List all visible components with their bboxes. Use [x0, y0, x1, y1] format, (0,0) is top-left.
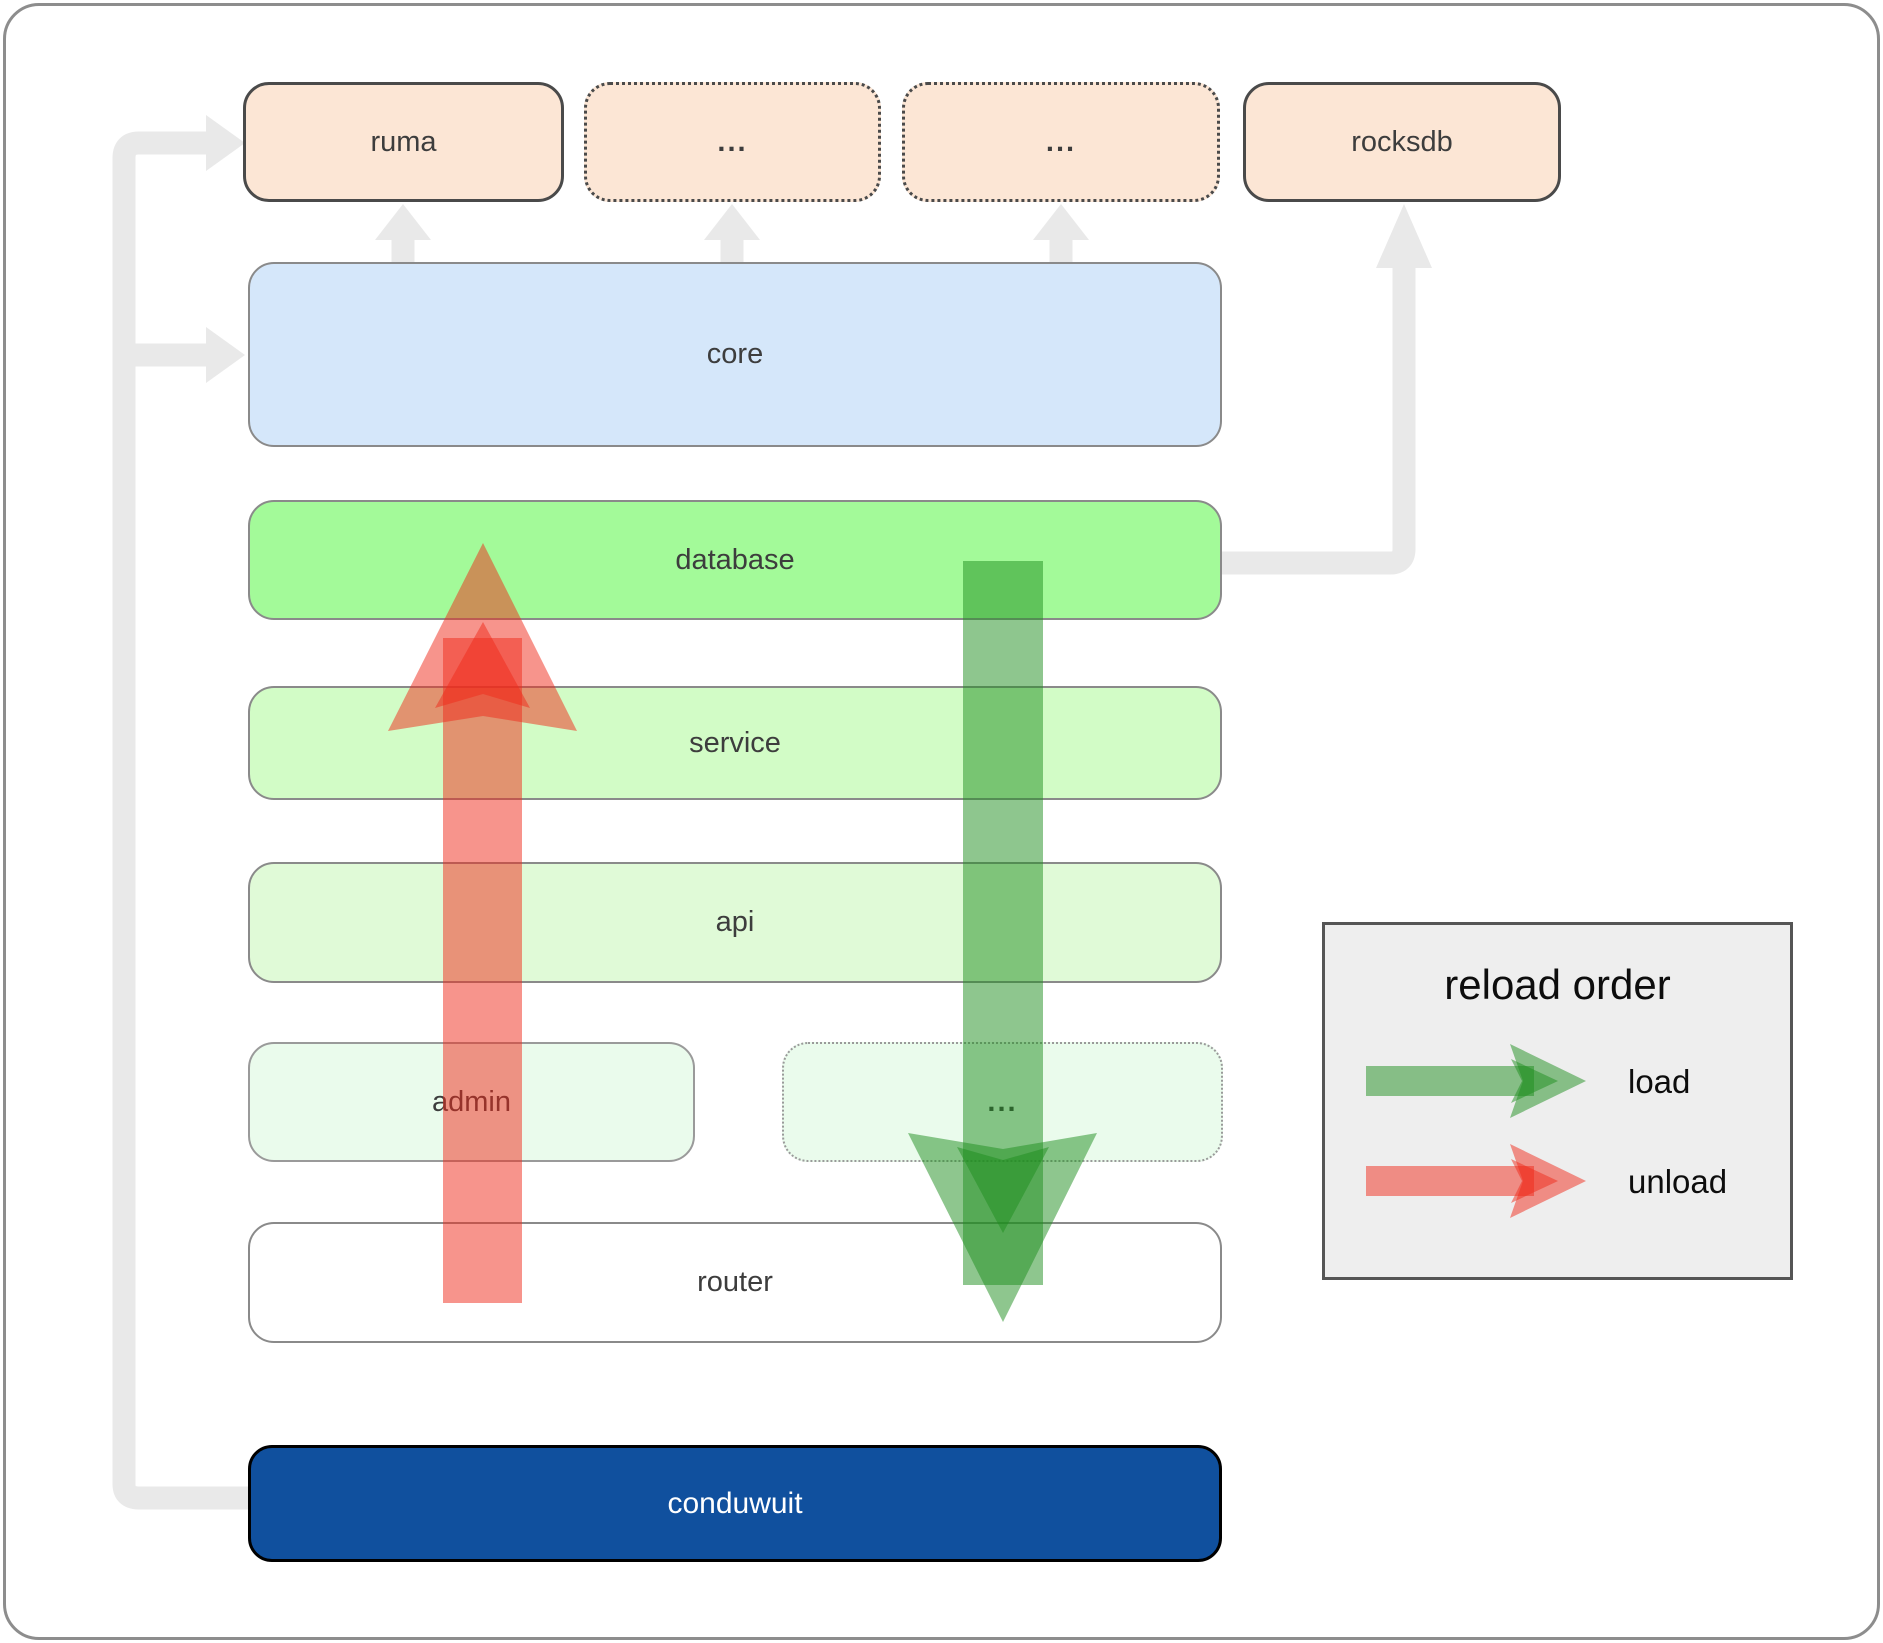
box-api-label: api: [715, 906, 755, 938]
arrowhead-into-ruma: [206, 115, 245, 171]
box-admin-label: admin: [432, 1085, 511, 1118]
box-ruma-label: ruma: [370, 125, 437, 158]
legend-load-arrow-icon: [1366, 1044, 1586, 1118]
box-router-label: router: [697, 1266, 773, 1298]
arrowhead-core-to-deps2: [1033, 204, 1089, 240]
box-ruma: ruma: [243, 82, 564, 202]
box-conduwuit: conduwuit: [248, 1445, 1222, 1562]
box-core: core: [248, 262, 1222, 447]
legend: reload order load unload: [1322, 922, 1793, 1280]
arrowhead-core-to-ruma: [375, 204, 431, 240]
box-api: api: [248, 862, 1222, 983]
box-crates-more: ...: [782, 1042, 1223, 1162]
connector-conduwuit-to-ruma: [112, 131, 252, 1510]
arrowhead-core-to-deps1: [704, 204, 760, 240]
box-rocksdb-label: rocksdb: [1351, 125, 1453, 158]
legend-unload-arrow-icon: [1366, 1144, 1586, 1218]
arrowhead-into-rocksdb: [1376, 204, 1432, 268]
box-service-label: service: [689, 726, 781, 759]
connector-database-to-rocksdb: [1222, 266, 1416, 575]
box-router: router: [248, 1222, 1222, 1343]
outer-frame: [3, 3, 1880, 1640]
box-deps-more-1: ...: [584, 82, 881, 202]
box-conduwuit-label: conduwuit: [667, 1486, 803, 1520]
box-core-label: core: [706, 338, 764, 370]
box-admin: admin: [248, 1042, 695, 1162]
box-rocksdb: rocksdb: [1243, 82, 1561, 202]
box-deps-more-1-label: ...: [717, 125, 748, 158]
legend-unload-label: unload: [1628, 1163, 1728, 1200]
box-database-label: database: [675, 543, 795, 576]
box-database: database: [248, 500, 1222, 620]
box-deps-more-2-label: ...: [1045, 125, 1077, 158]
box-service: service: [248, 686, 1222, 800]
arrowhead-into-core: [206, 327, 245, 383]
box-crates-more-label: ...: [987, 1085, 1018, 1118]
box-deps-more-2: ...: [902, 82, 1220, 202]
legend-load-label: load: [1628, 1063, 1691, 1100]
legend-title: reload order: [1444, 961, 1671, 1008]
